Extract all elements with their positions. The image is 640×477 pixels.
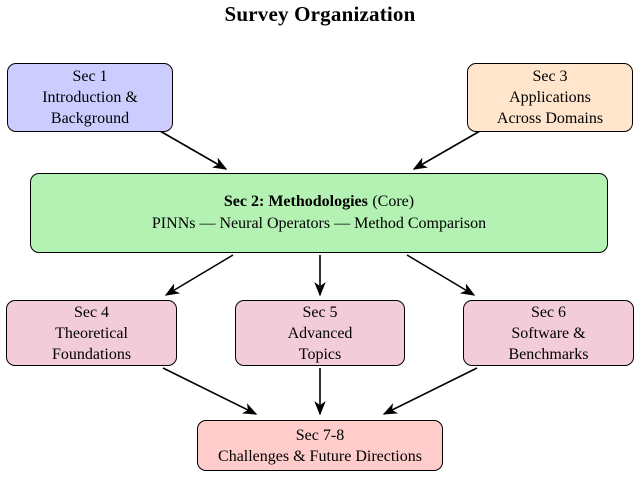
arrow-sec1-to-sec2: [159, 130, 228, 170]
diagram-title: Survey Organization: [224, 2, 416, 26]
arrow-sec2-to-sec4: [164, 254, 234, 296]
node-line: Advanced: [287, 324, 353, 342]
node-sec7-8-challenges: Sec 7-8 Challenges & Future Directions: [197, 420, 443, 471]
node-line: Sec 4: [73, 303, 110, 321]
arrow-sec4-to-sec78: [162, 367, 258, 415]
node-line: Applications: [509, 89, 591, 106]
node-line: Foundations: [51, 345, 132, 363]
node-sec5-advanced-topics: Sec 5 Advanced Topics: [235, 300, 405, 366]
node-line: Theoretical: [55, 324, 128, 342]
node-line: Introduction &: [42, 89, 138, 106]
node-sec6-software-benchmarks: Sec 6 Software & Benchmarks: [463, 300, 634, 366]
node-line: Sec 5: [302, 303, 338, 321]
node-line: Sec 1: [72, 68, 108, 85]
node-line: PINNs — Neural Operators — Method Compar…: [151, 215, 487, 232]
node-line: Sec 2: Methodologies(Core): [224, 191, 414, 213]
sec2-title-bold: Sec 2: Methodologies: [223, 193, 368, 210]
node-sec1-introduction: Sec 1 Introduction & Background: [7, 63, 173, 132]
node-line: Sec 7-8: [295, 426, 345, 444]
node-sec3-applications: Sec 3 Applications Across Domains: [467, 63, 633, 132]
node-line: Sec 3: [532, 68, 568, 85]
sec2-title-normal: (Core): [372, 193, 415, 210]
arrow-sec6-to-sec78: [382, 367, 478, 415]
node-sec2-methodologies: Sec 2: Methodologies(Core) PINNs — Neura…: [30, 173, 608, 253]
arrow-sec2-to-sec6: [406, 254, 476, 296]
node-line: Across Domains: [496, 110, 604, 127]
node-sec4-theoretical-foundations: Sec 4 Theoretical Foundations: [6, 300, 177, 366]
node-line: Background: [50, 110, 130, 127]
node-line: Sec 6: [530, 303, 567, 321]
node-line: Challenges & Future Directions: [218, 447, 422, 465]
node-line: Benchmarks: [508, 345, 589, 363]
arrow-sec3-to-sec2: [412, 130, 481, 170]
node-line: Topics: [298, 345, 342, 363]
node-line: Software &: [511, 324, 586, 342]
